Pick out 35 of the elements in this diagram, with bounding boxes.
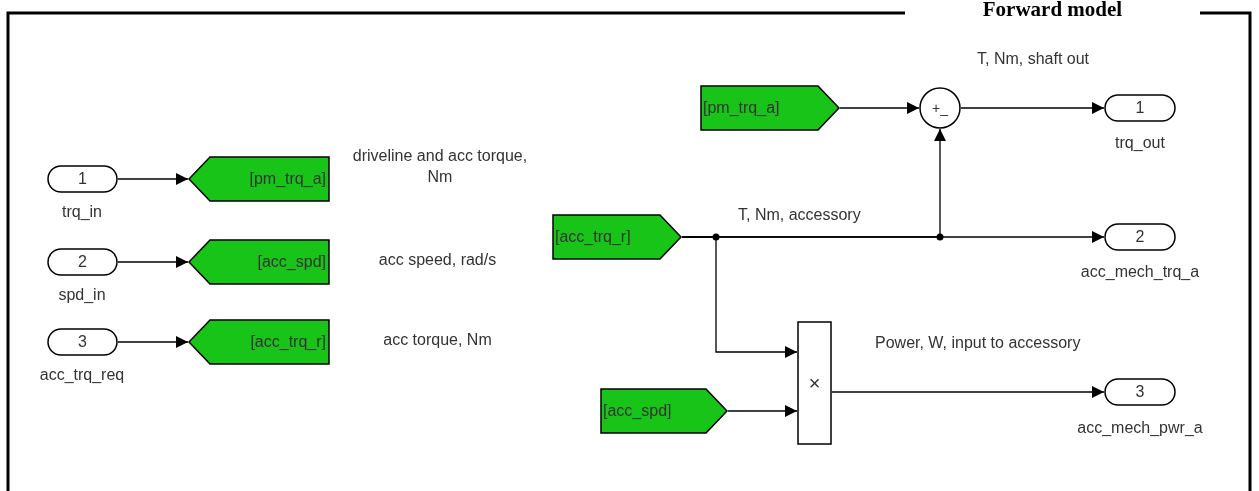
signal-arrow bbox=[727, 405, 798, 417]
product-block: × bbox=[797, 321, 832, 445]
port-name: acc_trq_req bbox=[38, 365, 126, 385]
signal-description: acc torque, Nm bbox=[382, 330, 493, 350]
signal-arrow bbox=[831, 386, 1105, 398]
input-port: 3 bbox=[47, 328, 118, 356]
signal-arrow bbox=[839, 102, 920, 114]
signal-arrow bbox=[117, 256, 189, 268]
port-name: acc_mech_pwr_a bbox=[1076, 418, 1204, 438]
signal-arrow bbox=[117, 173, 189, 185]
port-name: acc_mech_trq_a bbox=[1079, 262, 1201, 282]
signal-description: driveline and acc torque, Nm bbox=[351, 146, 529, 187]
port-name: trq_out bbox=[1114, 133, 1166, 153]
output-port: 3 bbox=[1104, 378, 1176, 406]
signal-arrow bbox=[117, 336, 189, 348]
input-port: 1 bbox=[47, 165, 118, 193]
signal-description: acc speed, rad/s bbox=[377, 250, 498, 270]
sum-block: +_ bbox=[919, 87, 961, 129]
goto-tag: [pm_trq_a] bbox=[188, 156, 330, 202]
output-port: 1 bbox=[1104, 94, 1176, 122]
goto-tag: [acc_trq_r] bbox=[188, 319, 330, 365]
diagram-title: Forward model bbox=[981, 0, 1124, 22]
from-tag: [acc_spd] bbox=[600, 388, 728, 434]
edge-label: T, Nm, accessory bbox=[736, 206, 863, 224]
port-name: spd_in bbox=[57, 285, 107, 305]
output-port: 2 bbox=[1104, 223, 1176, 251]
edge-label: Power, W, input to accessory bbox=[873, 334, 1083, 352]
edge-label: T, Nm, shaft out bbox=[975, 50, 1092, 68]
goto-tag: [acc_spd] bbox=[188, 239, 330, 285]
input-port: 2 bbox=[47, 248, 118, 276]
from-tag: [pm_trq_a] bbox=[700, 85, 840, 131]
signal-arrow bbox=[960, 102, 1105, 114]
signal-arrow bbox=[681, 236, 798, 358]
port-name: trq_in bbox=[61, 202, 103, 222]
from-tag: [acc_trq_r] bbox=[552, 214, 682, 260]
